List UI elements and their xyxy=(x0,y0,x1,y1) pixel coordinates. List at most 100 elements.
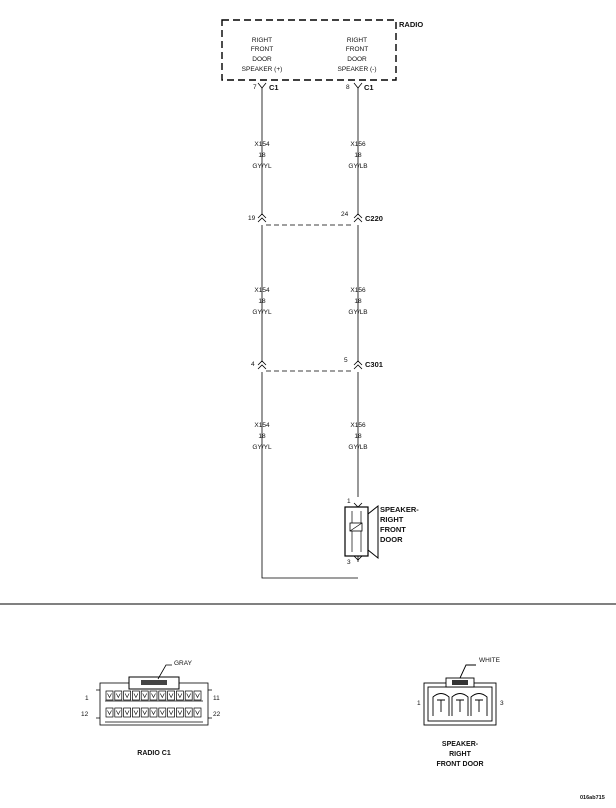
radio-c1-cavity-mark xyxy=(142,710,147,716)
c220-pin-right: 24 xyxy=(341,211,349,218)
radio-left-line3: DOOR xyxy=(252,56,272,63)
radio-c1-cavity xyxy=(176,707,184,718)
speaker-face-title-1: SPEAKER- xyxy=(441,741,479,748)
radio-c1-cavity xyxy=(184,707,193,718)
radio-c1-cavity xyxy=(149,690,158,701)
c301-right-chevrons xyxy=(353,360,363,370)
c1-pin-right: 8 xyxy=(346,84,350,91)
speaker-face-pin-3: 3 xyxy=(500,700,504,707)
wire-left-circuit: X154 xyxy=(254,141,270,148)
c220-pin-left: 19 xyxy=(248,215,256,222)
radio-c1-cavity xyxy=(184,690,193,701)
radio-c1-cavity xyxy=(114,690,123,701)
wire-left-circuit-2: X154 xyxy=(254,287,270,294)
radio-c1-cavity xyxy=(167,707,175,718)
c1-label-right: C1 xyxy=(364,83,374,92)
c301-pin-left: 4 xyxy=(251,361,255,368)
radio-c1-cavity xyxy=(176,690,184,701)
speaker-face-pin-1: 1 xyxy=(417,700,421,707)
radio-c1-cavity-mark xyxy=(142,693,147,699)
radio-c1-cavity xyxy=(140,707,149,718)
wire-right-gauge: 18 xyxy=(354,152,362,159)
radio-c1-cavity-mark xyxy=(186,693,191,699)
c301-label: C301 xyxy=(365,360,383,369)
radio-c1-pin-22: 22 xyxy=(213,711,221,718)
figure-id: 016ab715 xyxy=(580,795,605,801)
radio-right-line1: RIGHT xyxy=(346,37,368,44)
radio-c1-color-label: GRAY xyxy=(174,660,192,667)
radio-c1-cavity-mark xyxy=(116,693,121,699)
radio-c1-pin-11: 11 xyxy=(213,695,220,702)
radio-c1-cavity-mark xyxy=(124,710,130,716)
radio-right-line3: DOOR xyxy=(347,56,367,63)
c301-left-chevrons xyxy=(257,360,267,370)
radio-c1-cavity xyxy=(105,707,114,718)
radio-c1-cavity-mark xyxy=(116,710,121,716)
radio-c1-cavity-mark xyxy=(195,693,200,699)
radio-c1-cavity xyxy=(167,690,175,701)
radio-c1-cavity xyxy=(105,690,114,701)
wire-left xyxy=(261,88,358,579)
wire-left-color: GY/YL xyxy=(252,163,272,170)
speaker-face-drawing xyxy=(423,664,497,726)
speaker-pin3-terminal xyxy=(353,555,363,561)
radio-left-line4: SPEAKER (+) xyxy=(241,66,283,73)
radio-c1-face-drawing xyxy=(96,664,212,726)
radio-right-line4: SPEAKER (-) xyxy=(337,66,377,73)
radio-c1-cavity xyxy=(132,707,140,718)
wire-right-gauge-2: 18 xyxy=(354,298,362,305)
speaker-label-1: SPEAKER- xyxy=(380,505,419,514)
wire-right-color: GY/LB xyxy=(348,163,368,170)
speaker-label-2: RIGHT xyxy=(380,515,404,524)
speaker-pin1-terminal xyxy=(353,502,363,508)
radio-c1-pin-12: 12 xyxy=(81,711,89,718)
speaker-label-3: FRONT xyxy=(380,525,406,534)
wire-left-gauge-3: 18 xyxy=(258,433,266,440)
radio-box xyxy=(221,19,397,81)
radio-c1-cavities xyxy=(105,690,202,718)
radio-c1-pin-1: 1 xyxy=(85,695,89,702)
radio-c1-cavity xyxy=(158,690,167,701)
radio-c1-cavity xyxy=(193,690,202,701)
c220-left-chevrons xyxy=(257,213,267,223)
speaker-symbol xyxy=(344,504,379,560)
radio-c1-cavity-mark xyxy=(186,710,191,716)
wire-left-circuit-3: X154 xyxy=(254,422,270,429)
speaker-face-color-label: WHITE xyxy=(479,657,500,664)
radio-c1-cavity-mark xyxy=(177,710,183,716)
radio-c1-cavity xyxy=(140,690,149,701)
radio-right-line2: FRONT xyxy=(345,46,369,53)
radio-c1-cavity-mark xyxy=(168,693,174,699)
radio-c1-cavity-mark xyxy=(160,693,165,699)
radio-c1-cavity-mark xyxy=(107,693,112,699)
radio-c1-cavity-mark xyxy=(133,710,139,716)
radio-c1-cavity-mark xyxy=(160,710,165,716)
radio-c1-cavity-mark xyxy=(168,710,174,716)
wire-right-color-3: GY/LB xyxy=(348,444,368,451)
radio-c1-cavity xyxy=(123,707,131,718)
radio-c1-cavity-mark xyxy=(151,710,156,716)
speaker-pin-top: 1 xyxy=(347,498,351,505)
wire-left-color-2: GY/YL xyxy=(252,309,272,316)
c220-right-chevrons xyxy=(353,213,363,223)
c1-label-left: C1 xyxy=(269,83,279,92)
wire-left-color-3: GY/YL xyxy=(252,444,272,451)
radio-c1-cavity-mark xyxy=(107,710,112,716)
wire-right-gauge-3: 18 xyxy=(354,433,362,440)
speaker-label-4: DOOR xyxy=(380,535,403,544)
c301-pin-right: 5 xyxy=(344,357,348,364)
radio-left-line2: FRONT xyxy=(250,46,274,53)
wire-right-circuit-3: X156 xyxy=(350,422,366,429)
radio-c1-cavity xyxy=(158,707,167,718)
radio-c1-cavity xyxy=(193,707,202,718)
c220-label: C220 xyxy=(365,214,383,223)
wire-left-gauge: 18 xyxy=(258,152,266,159)
radio-c1-cavity-mark xyxy=(151,693,156,699)
radio-c1-cavity xyxy=(123,690,131,701)
radio-c1-cavity xyxy=(132,690,140,701)
speaker-pin-bottom: 3 xyxy=(347,559,351,566)
radio-c1-cavity-mark xyxy=(124,693,130,699)
wire-right-circuit-2: X156 xyxy=(350,287,366,294)
